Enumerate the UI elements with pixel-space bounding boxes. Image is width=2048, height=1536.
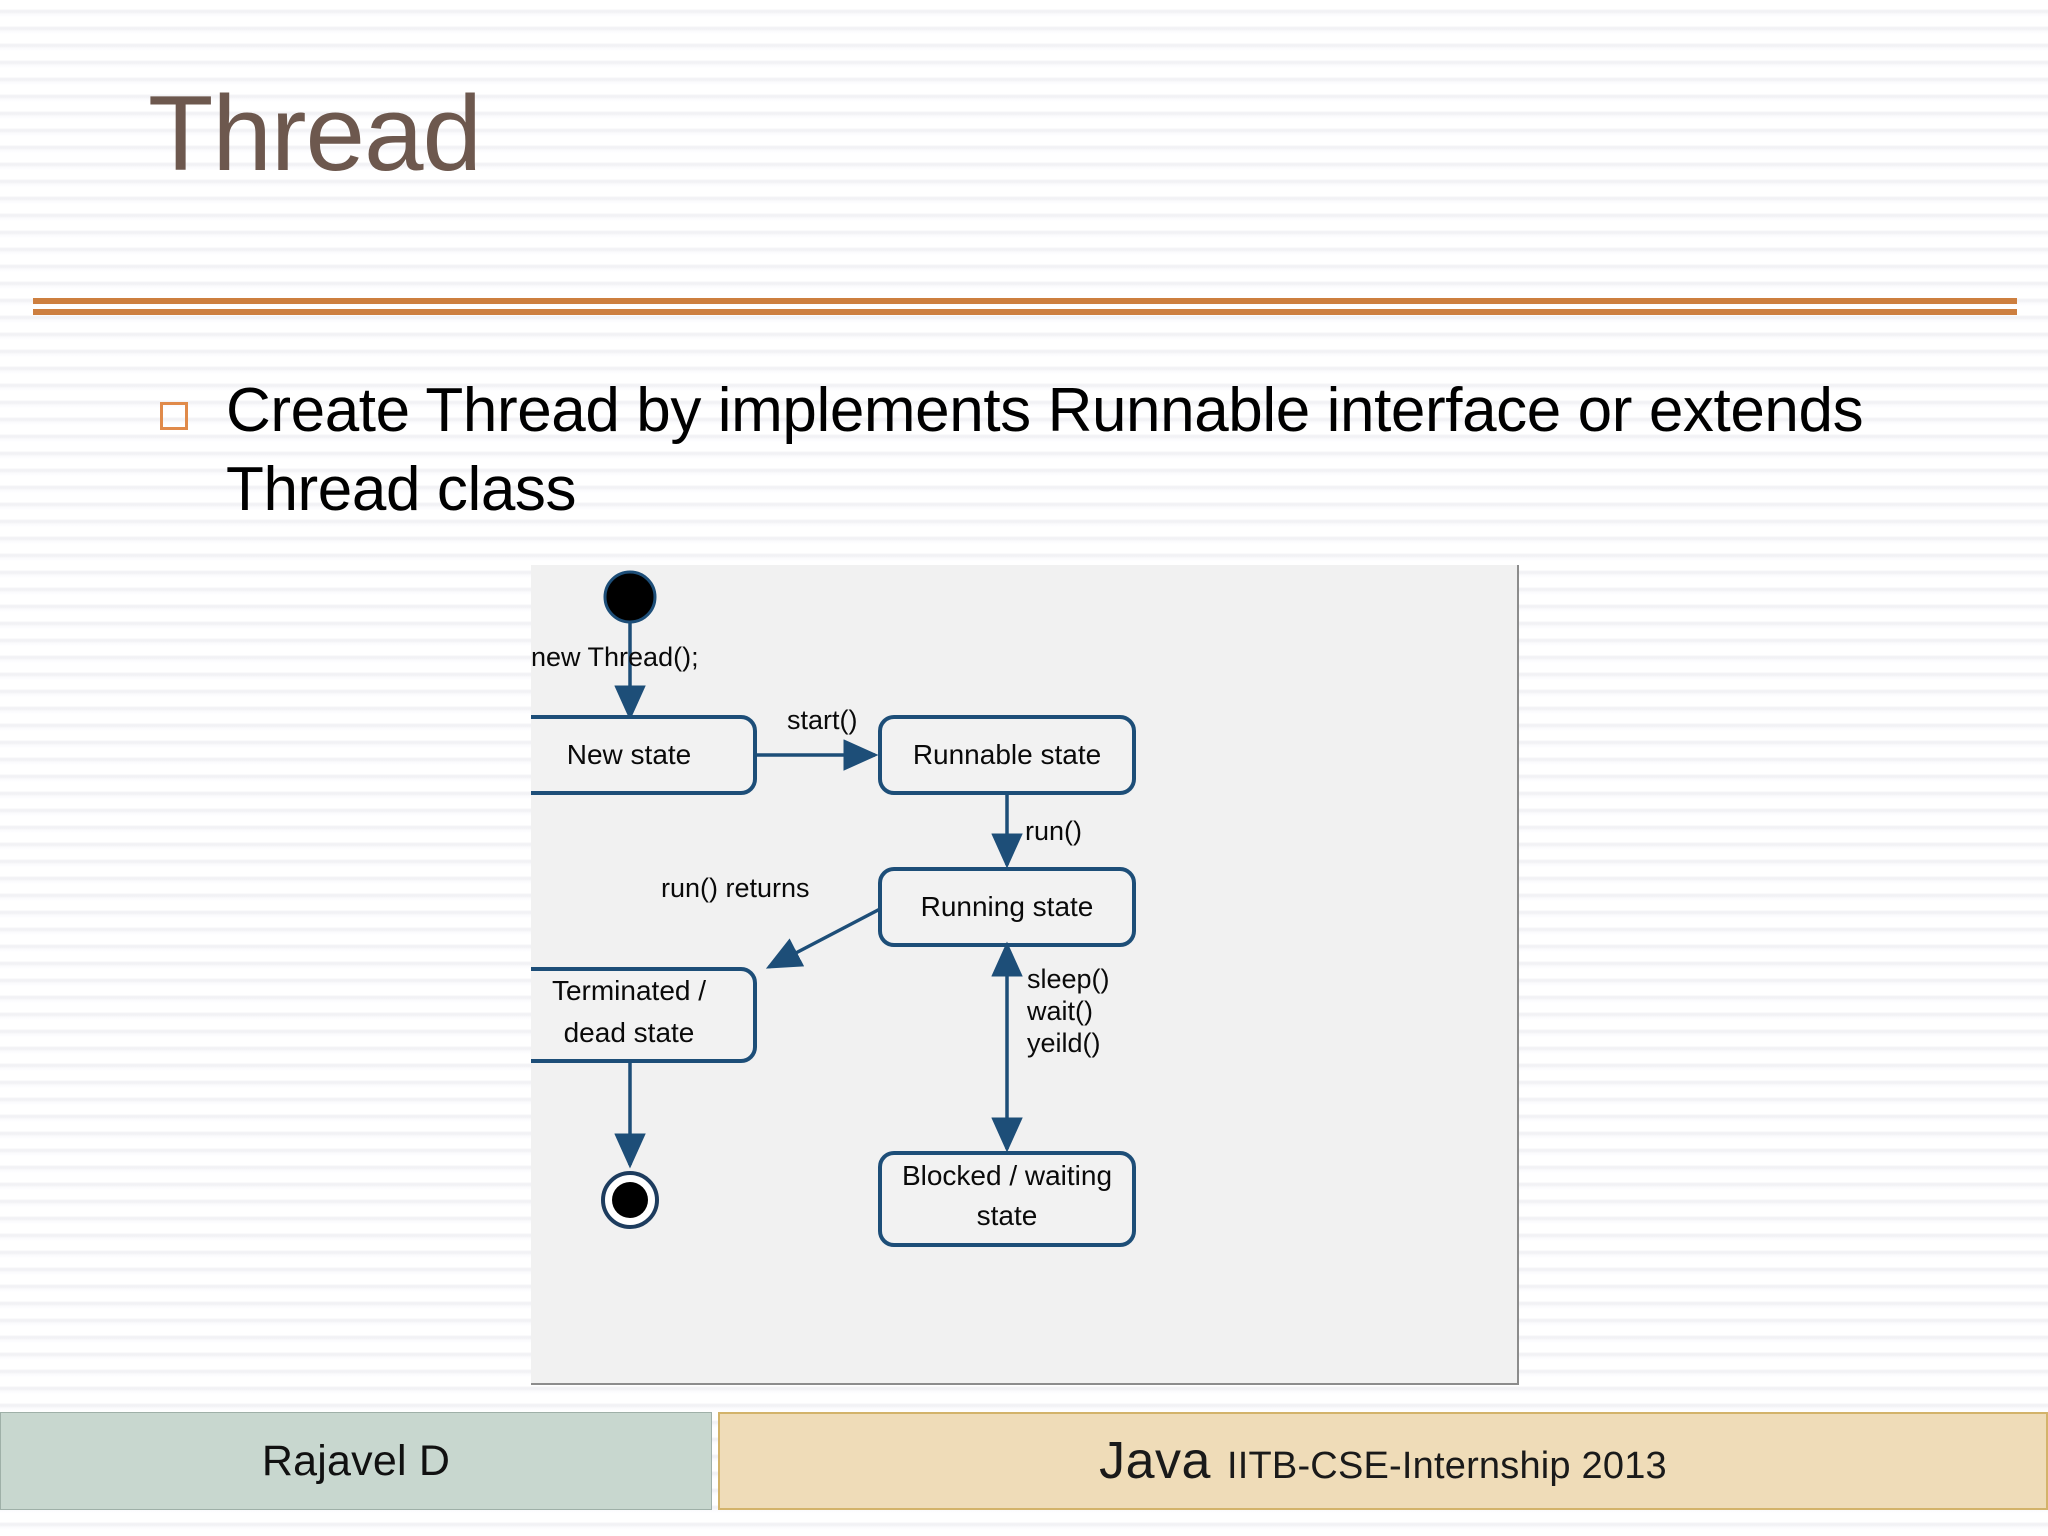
edge-label-run-returns: run() returns	[661, 873, 810, 903]
edge-label-sleep: sleep()	[1027, 964, 1110, 994]
footer-subject-text: Java	[1099, 1432, 1211, 1490]
footer-course-inner: Java IITB-CSE-Internship 2013	[1099, 1431, 1667, 1491]
bullet-list-item: Create Thread by implements Runnable int…	[160, 372, 1980, 529]
bullet-text: Create Thread by implements Runnable int…	[226, 376, 1864, 524]
footer-course-box: Java IITB-CSE-Internship 2013	[718, 1412, 2048, 1510]
page-title: Thread	[148, 73, 482, 193]
divider-rule-bottom	[33, 309, 2017, 315]
state-terminated-label-line2: dead state	[564, 1017, 695, 1048]
state-new: New state	[531, 715, 757, 795]
edge-label-wait: wait()	[1026, 996, 1093, 1026]
diagram-canvas: new Thread(); New state start() Runnable…	[531, 570, 1136, 1247]
start-node	[603, 570, 657, 624]
edge-label-start: start()	[787, 705, 858, 735]
thread-lifecycle-diagram: new Thread(); New state start() Runnable…	[531, 565, 1519, 1385]
square-bullet-icon	[160, 402, 188, 430]
divider-rule-top	[33, 298, 2017, 304]
state-running: Running state	[878, 867, 1136, 947]
state-running-label: Running state	[921, 891, 1094, 922]
end-node	[601, 1171, 659, 1229]
state-new-label: New state	[567, 739, 692, 770]
title-divider	[33, 298, 2017, 315]
footer-author-box: Rajavel D	[0, 1412, 712, 1510]
edge-running-to-terminated	[765, 907, 881, 969]
edge-label-run: run()	[1025, 816, 1082, 846]
edge-label-new-thread: new Thread();	[531, 642, 699, 672]
state-terminated-label-line1: Terminated /	[552, 975, 706, 1006]
state-runnable-label: Runnable state	[913, 739, 1101, 770]
state-blocked-label-line1: Blocked / waiting	[902, 1160, 1112, 1191]
state-blocked: Blocked / waiting state	[878, 1151, 1136, 1247]
state-runnable: Runnable state	[878, 715, 1136, 795]
state-blocked-label-line2: state	[977, 1200, 1038, 1231]
edge-label-yeild: yeild()	[1027, 1028, 1101, 1058]
footer-author-text: Rajavel D	[261, 1436, 451, 1485]
footer-course-text: IITB-CSE-Internship 2013	[1226, 1445, 1667, 1487]
state-terminated: Terminated / dead state	[531, 967, 757, 1063]
